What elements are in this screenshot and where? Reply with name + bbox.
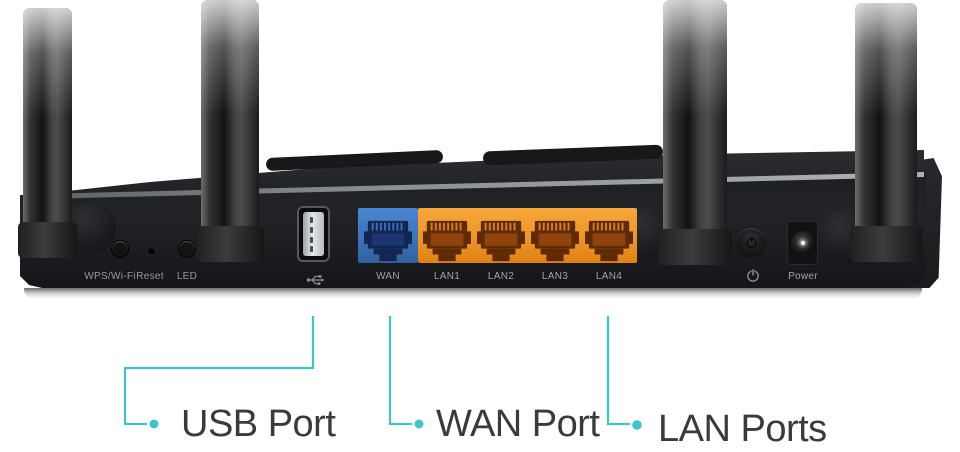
usb-port-callout-label: USB Port (181, 403, 336, 445)
antenna (658, 0, 732, 265)
reset-pinhole (148, 247, 155, 254)
wan-callout-line (388, 316, 412, 426)
lan1-label: LAN1 (433, 271, 461, 282)
wps-wifi-button (112, 241, 128, 257)
power-jack (787, 221, 818, 265)
antenna (18, 8, 77, 258)
lan-ports (418, 208, 637, 263)
lan3-label: LAN3 (541, 271, 569, 282)
power-glyph (745, 236, 757, 248)
wan-port-callout-label: WAN Port (436, 403, 600, 445)
lan2-label: LAN2 (487, 271, 515, 282)
rj45-jack-icon (531, 220, 579, 262)
power-label: Power (788, 271, 818, 282)
usb-connector (303, 212, 324, 256)
reset-label: Reset (136, 271, 164, 282)
power-center-pin (800, 241, 805, 245)
antenna (850, 3, 922, 262)
rj45-jack-icon (477, 220, 525, 262)
lan4-label: LAN4 (595, 271, 623, 282)
wan-port (358, 208, 418, 263)
wan-label: WAN (376, 271, 400, 282)
usb-callout-dot (149, 419, 159, 429)
led-button (179, 241, 195, 257)
power-button (737, 228, 765, 256)
rj45-jack-icon (423, 220, 471, 262)
power-standby-icon (747, 269, 759, 282)
router-base-shadow (24, 288, 922, 299)
antenna (196, 0, 264, 262)
usb-trident-icon (306, 275, 325, 286)
rj45-jack-icon (585, 220, 633, 262)
lan-ports-callout-label: LAN Ports (658, 408, 827, 450)
lan-callout-line (606, 316, 630, 426)
wps-wifi-label: WPS/Wi-Fi (84, 271, 136, 282)
led-label: LED (176, 271, 198, 282)
usb-port (297, 206, 330, 262)
rj45-jack-icon (364, 220, 412, 262)
wan-callout-dot (414, 419, 424, 429)
lan-callout-dot (632, 420, 642, 430)
